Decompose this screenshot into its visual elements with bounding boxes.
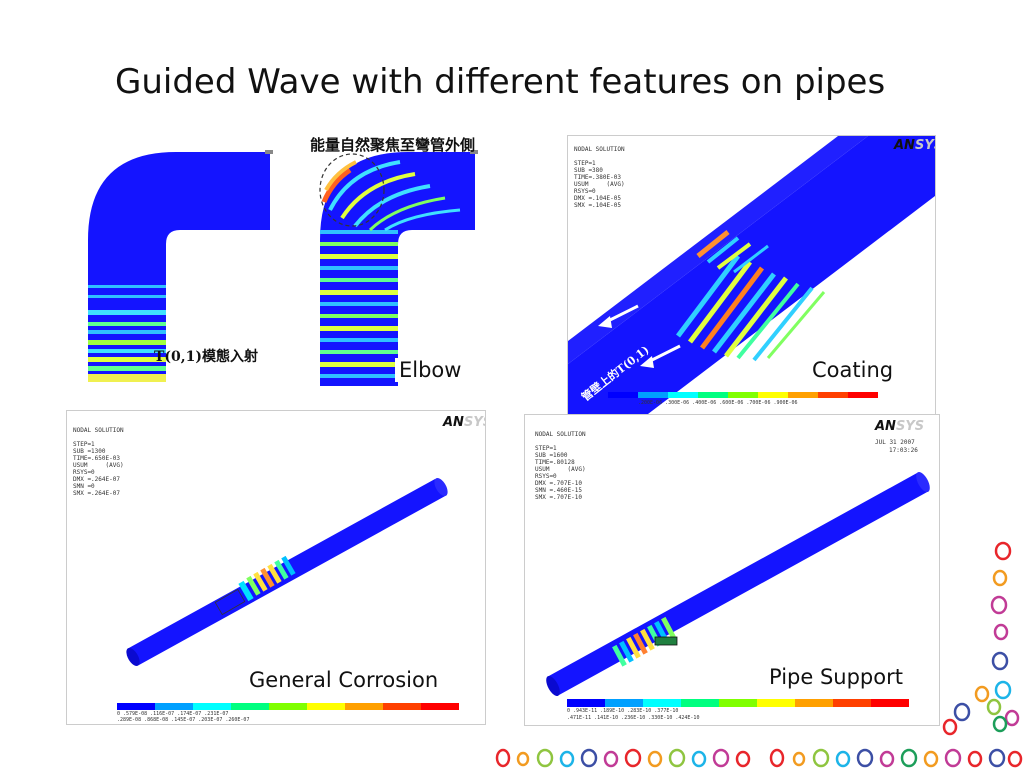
elbow-heading-cjk: 能量自然聚焦至彎管外側 <box>310 136 476 154</box>
coating-caption: Coating <box>808 358 898 382</box>
corrosion-info-text: NODAL SOLUTION STEP=1 SUB =1300 TIME=.65… <box>73 427 124 497</box>
support-ansys-logo: ANSYS <box>875 419 924 434</box>
corrosion-logo-sys: SYS <box>463 415 485 430</box>
coating-logo-an: AN <box>894 138 915 153</box>
elbow-panel: 能量自然聚焦至彎管外側 T(0,1)模態入射 <box>80 130 480 392</box>
corrosion-ticks-bottom: .289E-08 .868E-08 .145E-07 .203E-07 .260… <box>117 717 250 723</box>
coating-colorbar <box>608 392 878 398</box>
corrosion-ticks-top: 0 .579E-08 .116E-07 .174E-07 .231E-07 <box>117 711 229 717</box>
corrosion-ansys-logo: ANSYS <box>443 415 485 430</box>
elbow-left-stripes <box>88 285 166 382</box>
support-caption: Pipe Support <box>765 665 907 689</box>
support-simulation-image <box>546 472 930 707</box>
elbow-simulation-image <box>88 150 478 386</box>
support-logo-sys: SYS <box>895 419 925 434</box>
coating-panel: NODAL SOLUTION STEP=1 SUB =380 TIME=.380… <box>567 135 936 415</box>
pipe-support-block <box>654 636 678 646</box>
corrosion-region-mesh <box>214 588 246 616</box>
support-info-text: NODAL SOLUTION STEP=1 SUB =1600 TIME=.80… <box>535 431 586 501</box>
support-date: JUL 31 2007 <box>875 439 915 446</box>
support-logo-an: AN <box>875 419 896 434</box>
focus-region-outline <box>319 153 385 227</box>
corrosion-logo-an: AN <box>443 415 464 430</box>
coating-arrows <box>598 304 681 368</box>
support-colorbar <box>567 699 909 707</box>
support-ticks-bottom: .471E-11 .141E-10 .236E-10 .330E-10 .424… <box>567 715 700 721</box>
corrosion-simulation-image <box>117 477 459 710</box>
coating-wave-bands <box>676 230 826 362</box>
corrosion-wave-bands <box>238 555 296 602</box>
coating-simulation-image <box>568 136 935 414</box>
coating-ansys-logo: ANSYS <box>894 138 935 153</box>
coating-logo-sys: SYS <box>914 138 935 153</box>
coating-info-text: NODAL SOLUTION STEP=1 SUB =380 TIME=.380… <box>574 146 625 209</box>
support-time: 17:03:26 <box>889 447 918 454</box>
support-panel: NODAL SOLUTION STEP=1 SUB =1600 TIME=.80… <box>524 414 940 726</box>
coating-colorbar-ticks: .200E-06 .300E-06 .400E-06 .600E-06 .700… <box>638 400 798 406</box>
elbow-caption: Elbow <box>395 358 466 382</box>
elbow-right-stripes <box>320 160 461 378</box>
corrosion-colorbar <box>117 703 459 710</box>
elbow-incident-label: T(0,1)模態入射 <box>154 349 259 365</box>
slide-title: Guided Wave with different features on p… <box>115 62 886 102</box>
corrosion-caption: General Corrosion <box>245 668 443 692</box>
support-ticks-top: 0 .943E-11 .189E-10 .283E-10 .377E-10 <box>567 708 679 714</box>
